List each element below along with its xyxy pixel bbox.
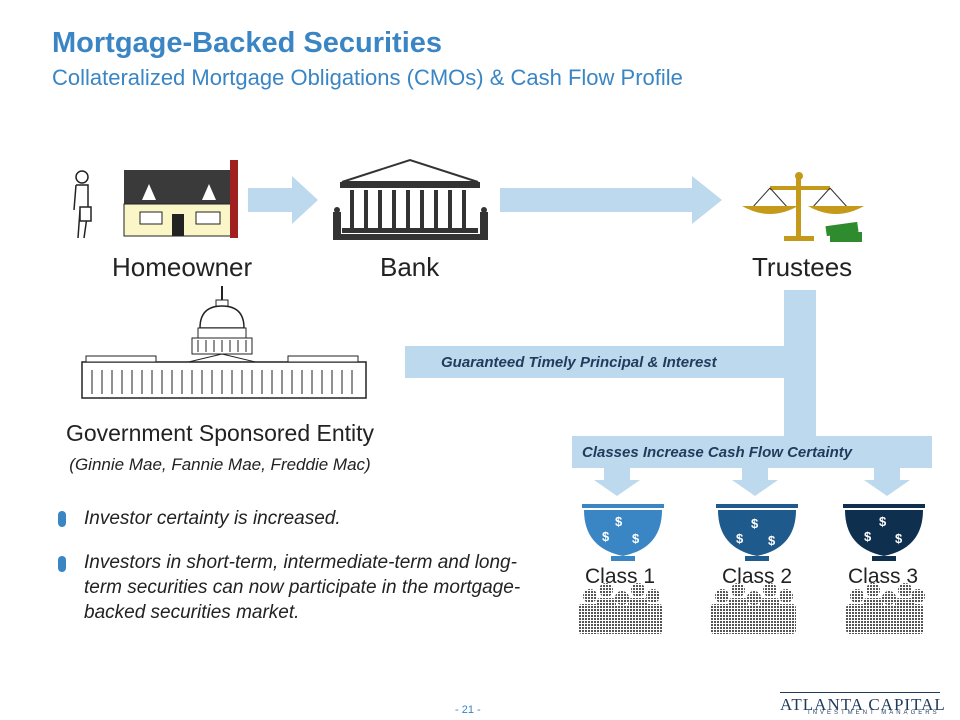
arrow-bank-to-trustees (500, 176, 722, 224)
class-3-dollar-left: $ (864, 529, 872, 544)
class-3-dollar-right: $ (895, 531, 903, 546)
arrow-to-class-3 (864, 468, 910, 496)
bank-building-icon (333, 158, 488, 240)
class-1-investors-icon (578, 583, 663, 634)
homeowner-label: Homeowner (112, 252, 253, 282)
arrow-to-class-1 (594, 468, 640, 496)
class-3-investors-icon (846, 583, 925, 634)
bullet-marker (58, 511, 66, 527)
gse-label: Government Sponsored Entity (65, 420, 375, 446)
arrow-homeowner-to-bank (248, 176, 318, 224)
class-3-bowl-icon (843, 504, 925, 561)
brand-logo: ATLANTA CAPITAL (780, 695, 946, 714)
bullet-text: Investor certainty is increased. (84, 508, 341, 529)
guarantee-banner (405, 346, 816, 378)
class-3-label: Class 3 (848, 565, 919, 588)
class-1-label: Class 1 (585, 565, 656, 588)
class-1-dollar-left: $ (602, 529, 610, 544)
class-1-bowl-icon (582, 504, 664, 561)
guarantee-banner-text: Guaranteed Timely Principal & Interest (441, 354, 717, 371)
class-3-dollar-top: $ (879, 514, 887, 529)
page-subtitle: Collateralized Mortgage Obligations (CMO… (52, 65, 683, 90)
capitol-building-icon (81, 286, 367, 399)
class-2-bowl-icon (716, 504, 798, 561)
class-2-label: Class 2 (722, 565, 793, 588)
house-icon (123, 160, 238, 238)
class-2-investors-icon (710, 583, 796, 634)
scales-icon (742, 172, 864, 242)
brand-tagline: INVESTMENT MANAGERS (808, 710, 940, 716)
classes-banner (572, 436, 932, 468)
gse-examples: (Ginnie Mae, Fannie Mae, Freddie Mac) (69, 455, 371, 474)
class-1-dollar-top: $ (615, 514, 623, 529)
class-1-dollar-right: $ (632, 531, 640, 546)
bullet-text: Investors in short-term, intermediate-te… (84, 552, 521, 623)
brand-rule (780, 692, 940, 693)
bullet-marker (58, 556, 66, 572)
bank-label: Bank (380, 252, 440, 282)
trustees-label: Trustees (752, 252, 853, 282)
arrow-to-class-2 (732, 468, 778, 496)
class-2-dollar-left: $ (736, 531, 744, 546)
class-2-dollar-right: $ (768, 533, 776, 548)
homeowner-person-icon (73, 170, 92, 239)
page-number: - 21 - (455, 704, 481, 716)
classes-banner-text: Classes Increase Cash Flow Certainty (582, 444, 853, 461)
page-title: Mortgage-Backed Securities (52, 27, 443, 59)
class-2-dollar-top: $ (751, 516, 759, 531)
